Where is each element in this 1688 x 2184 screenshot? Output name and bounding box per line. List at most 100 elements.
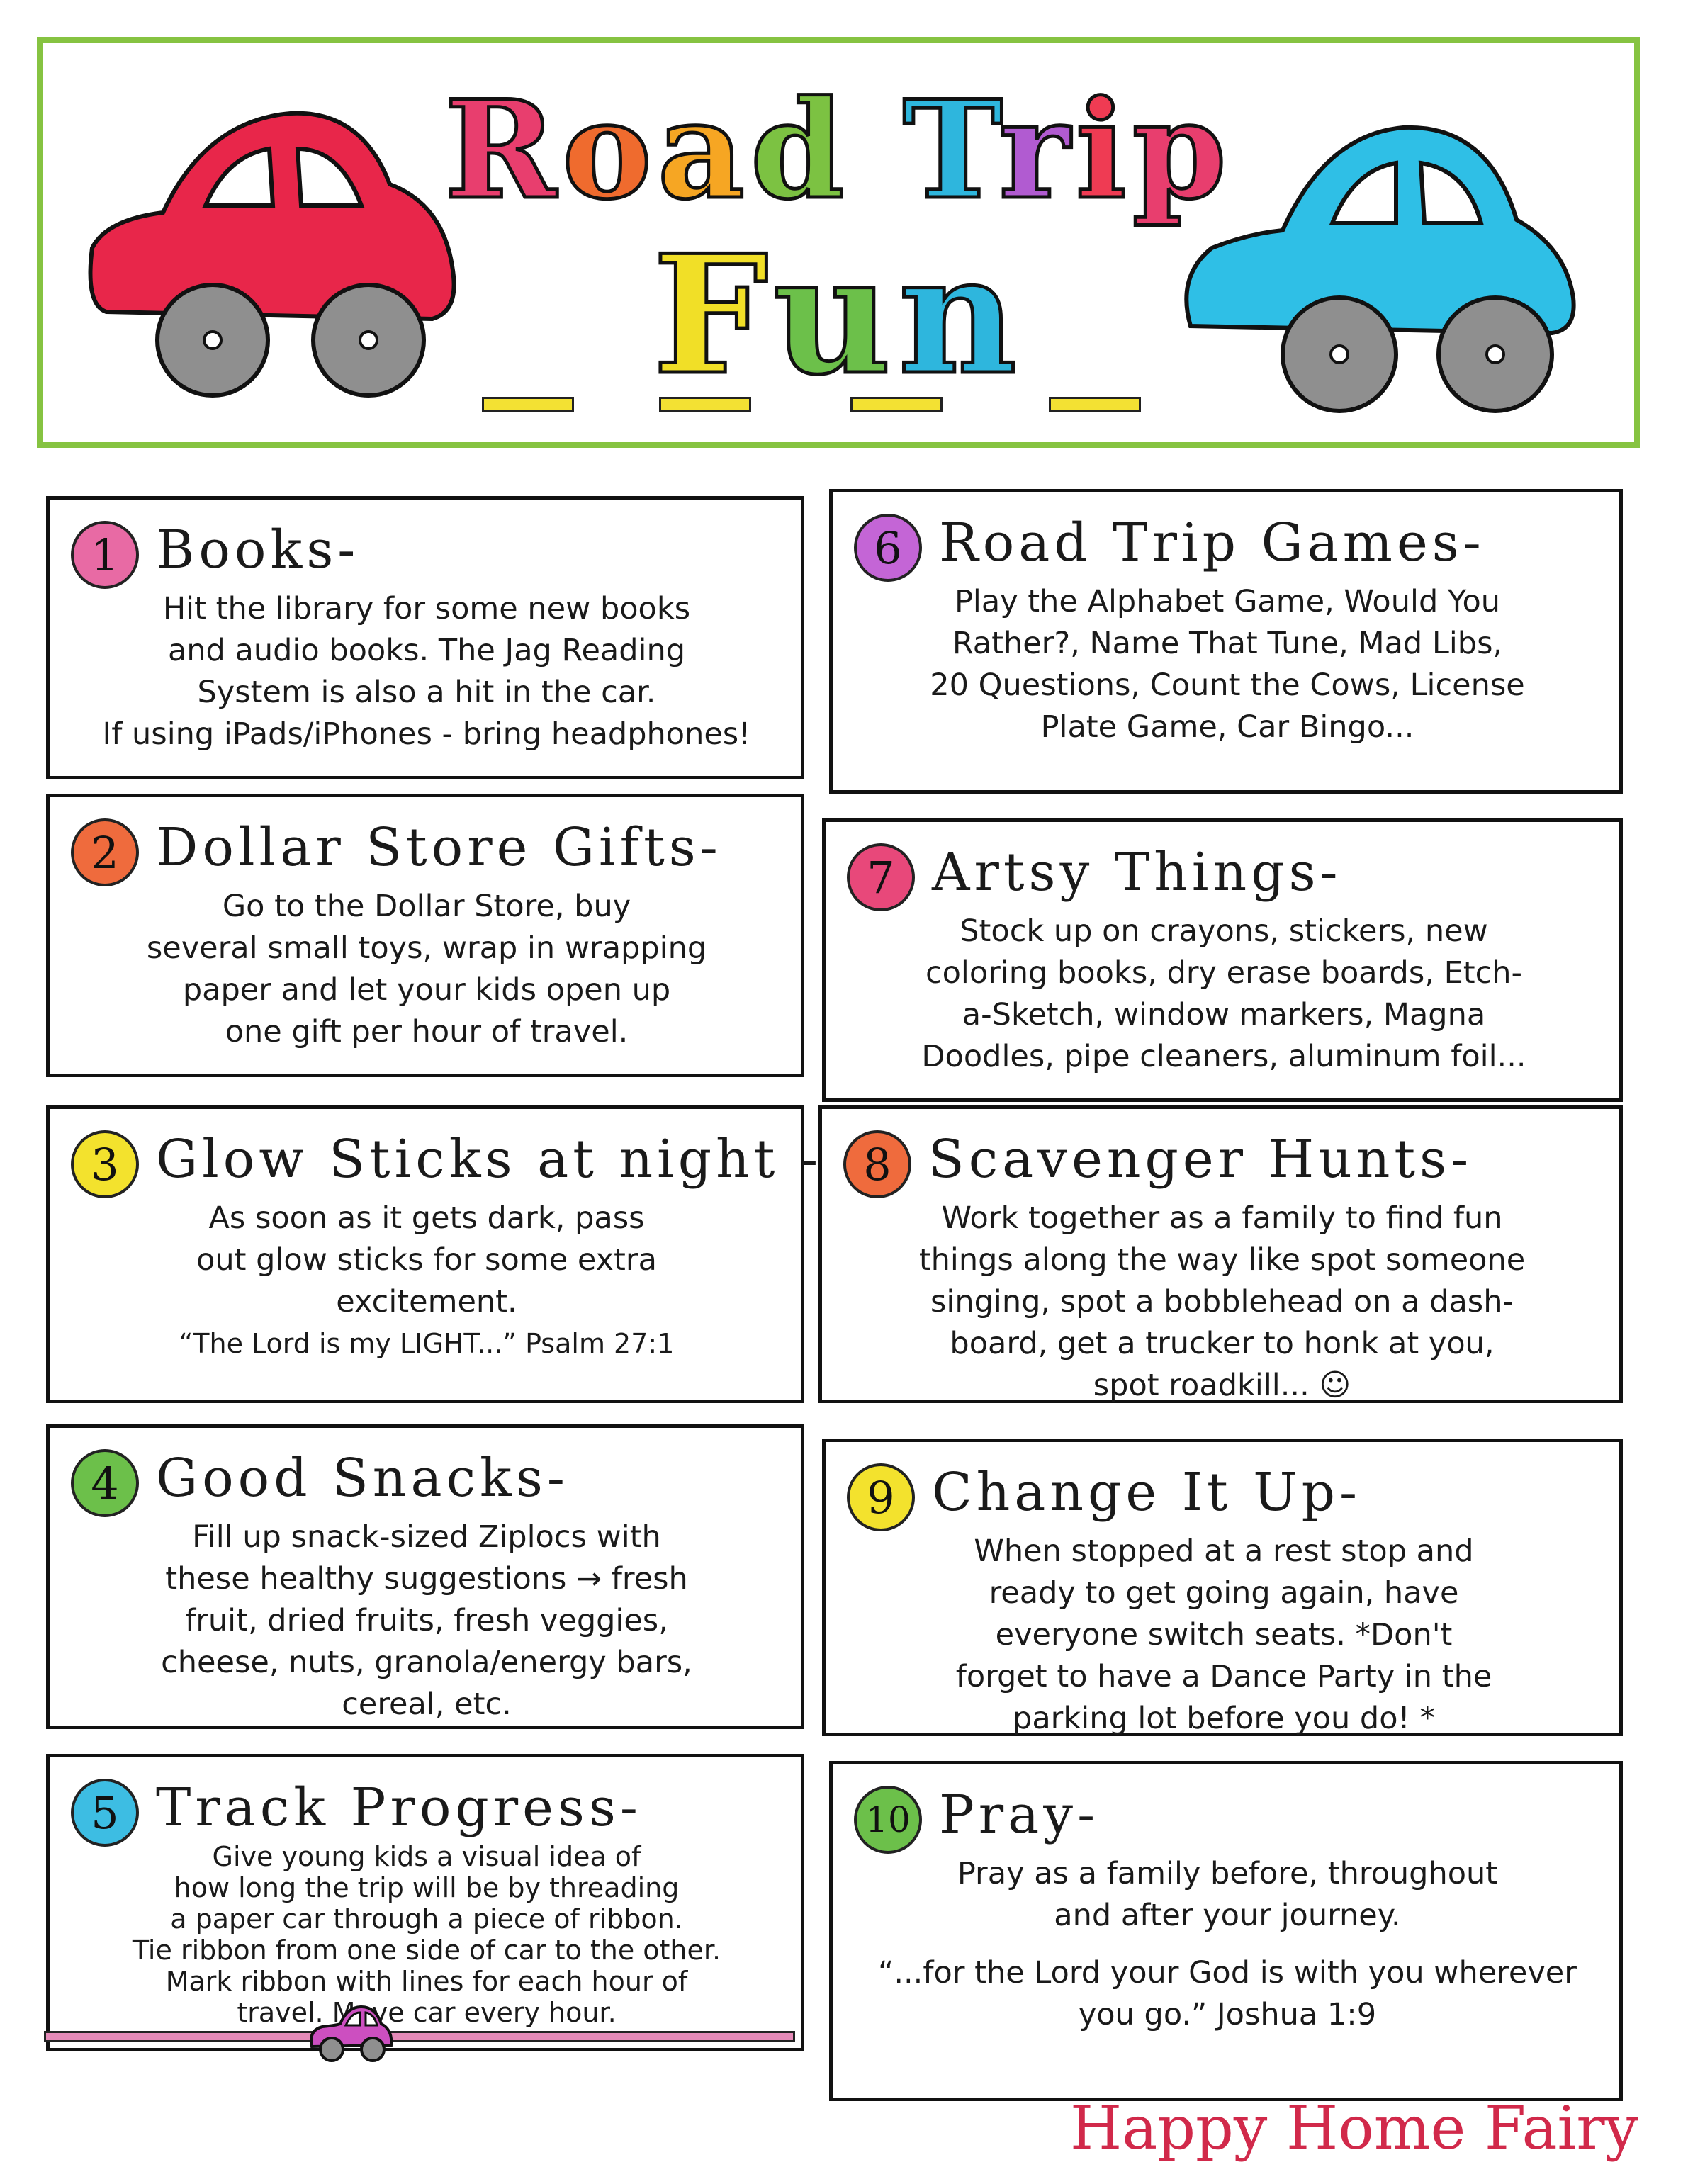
title-road-trip: Road Trip (43, 69, 1634, 231)
tip-title: Books- (156, 519, 360, 580)
tip-line: parking lot before you do! * (1013, 1701, 1435, 1736)
number-circle: 7 (847, 843, 915, 911)
tip-line: Hit the library for some new books (162, 591, 691, 626)
title-letter: p (1130, 69, 1232, 231)
number-circle: 8 (843, 1130, 911, 1198)
tip-title: Good Snacks- (156, 1448, 569, 1509)
title-fun: Fun (43, 218, 1634, 413)
tip-line: Tie ribbon from one side of car to the o… (132, 1935, 721, 1966)
tip-line: things along the way like spot someone (918, 1242, 1526, 1278)
tip-line: ready to get going again, have (989, 1575, 1459, 1611)
tip-title: Road Trip Games- (939, 512, 1485, 573)
tip-title: Dollar Store Gifts- (156, 817, 722, 878)
title-letter (850, 71, 903, 229)
title-letter: r (997, 69, 1076, 231)
tip-card-10: 10 Pray- Pray as a family before, througho… (829, 1761, 1623, 2101)
number-circle: 1 (71, 521, 139, 589)
tip-title: Pray- (939, 1784, 1100, 1845)
tip-line: Stock up on crayons, stickers, new (960, 913, 1488, 949)
tip-line: singing, spot a bobblehead on a dash- (930, 1284, 1514, 1319)
tip-line: a-Sketch, window markers, Magna (962, 997, 1486, 1032)
tip-card-5: 5 Track Progress-Give young kids a visual… (46, 1754, 804, 2051)
tip-line: and after your journey. (1054, 1898, 1401, 1933)
tip-title: Change It Up- (932, 1462, 1361, 1523)
tip-line: one gift per hour of travel. (225, 1014, 629, 1049)
tip-body: Work together as a family to find fun thi… (850, 1198, 1594, 1407)
title-letter: R (443, 69, 563, 231)
tip-line: cheese, nuts, granola/energy bars, (161, 1645, 692, 1680)
road-dash (1049, 397, 1141, 412)
tip-line: coloring books, dry erase boards, Etch- (925, 955, 1523, 991)
title-letter: T (901, 69, 999, 231)
number-circle: 4 (71, 1449, 139, 1517)
blue-car-illustration (1184, 125, 1576, 413)
tip-card-6: 6 Road Trip Games- Play the Alphabet Game,… (829, 489, 1623, 794)
tip-card-8: 8 Scavenger Hunts- Work together as a fami… (818, 1105, 1623, 1403)
tip-line: these healthy suggestions → fresh (165, 1561, 688, 1597)
number-circle: 10 (854, 1786, 922, 1854)
tip-line: If using iPads/iPhones - bring headphone… (102, 716, 751, 752)
ribbon-progress-track (44, 2031, 795, 2042)
scripture-quote: “The Lord is my LIGHT...” Psalm 27:1 (179, 1328, 675, 1359)
tip-line: Rather?, Name That Tune, Mad Libs, (952, 626, 1503, 661)
tip-line: When stopped at a rest stop and (974, 1533, 1474, 1569)
tip-card-2: 2 Dollar Store Gifts- Go to the Dollar Sto… (46, 794, 804, 1077)
tip-line: forget to have a Dance Party in the (955, 1659, 1492, 1694)
tip-line: excitement. (336, 1284, 517, 1319)
tip-line: out glow sticks for some extra (196, 1242, 657, 1278)
tip-body: As soon as it gets dark, pass out glow st… (78, 1198, 775, 1365)
tip-card-1: 1 Books- Hit the library for some new book… (46, 496, 804, 779)
paper-car-icon (310, 2005, 393, 2062)
brand-name: Happy Home Fairy (1069, 2093, 1638, 2163)
scripture-quote: “...for the Lord your God is with you wh… (878, 1955, 1577, 2032)
tip-line: 20 Questions, Count the Cows, License (930, 668, 1525, 703)
tip-body: Hit the library for some new books and au… (78, 588, 775, 755)
spacer (861, 1937, 1594, 1952)
tip-line: fruit, dried fruits, fresh veggies, (185, 1603, 668, 1638)
title-letter: n (896, 218, 1024, 413)
tip-line: several small toys, wrap in wrapping (146, 930, 707, 966)
tip-title: Artsy Things- (932, 842, 1342, 903)
tip-line: Mark ribbon with lines for each hour of (165, 1966, 688, 1997)
title-banner: Road Trip Fun (37, 37, 1640, 448)
tip-title: Scavenger Hunts- (928, 1129, 1473, 1190)
tip-line: travel. Move car every hour. (237, 1997, 617, 2028)
tip-line: cereal, etc. (342, 1687, 512, 1722)
road-dash (659, 397, 751, 412)
title-letter: F (651, 218, 773, 413)
red-car-illustration (88, 111, 456, 398)
tip-line: As soon as it gets dark, pass (208, 1200, 645, 1236)
tip-line: Pray as a family before, throughout (957, 1856, 1498, 1891)
number-circle: 6 (854, 514, 922, 582)
number-circle: 5 (71, 1779, 139, 1847)
tip-line: a paper car through a piece of ribbon. (170, 1903, 683, 1935)
road-dash (850, 397, 943, 412)
tip-line: Work together as a family to find fun (941, 1200, 1503, 1236)
tip-line: Doodles, pipe cleaners, aluminum foil... (921, 1039, 1526, 1074)
tip-line: System is also a hit in the car. (197, 675, 656, 710)
number-circle: 2 (71, 818, 139, 886)
tip-line: spot roadkill... ☺ (1093, 1368, 1351, 1403)
tip-line: Play the Alphabet Game, Would You (954, 584, 1501, 619)
tip-line: how long the trip will be by threading (174, 1872, 680, 1903)
title-letter: u (771, 218, 899, 413)
tip-card-7: 7 Artsy Things- Stock up on crayons, stick… (822, 818, 1623, 1102)
title-letter: o (561, 69, 658, 231)
tip-body: When stopped at a rest stop and ready to … (854, 1531, 1594, 1740)
tip-line: and audio books. The Jag Reading (167, 633, 686, 668)
tip-line: Give young kids a visual idea of (212, 1841, 641, 1872)
tip-card-4: 4 Good Snacks- Fill up snack-sized Ziplocs… (46, 1424, 804, 1729)
title-letter: d (749, 69, 850, 231)
tip-title: Track Progress- (156, 1777, 642, 1838)
title-letter: i (1074, 69, 1132, 231)
tip-line: Plate Game, Car Bingo... (1040, 709, 1414, 745)
road-dash (482, 397, 574, 412)
tip-body: Pray as a family before, throughout and a… (861, 1853, 1594, 2036)
title-letter: a (655, 69, 750, 231)
tip-line: paper and let your kids open up (182, 972, 671, 1008)
